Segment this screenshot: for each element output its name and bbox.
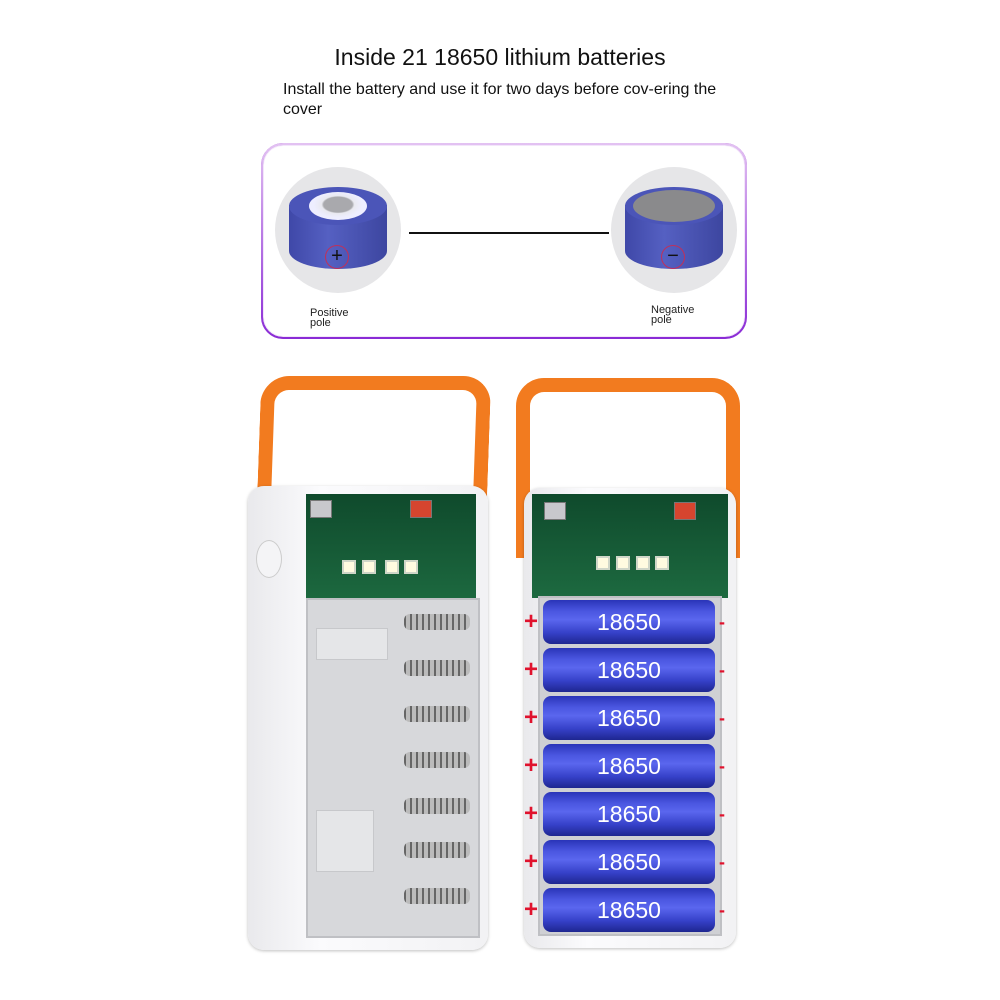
plus-icon: + <box>524 896 539 923</box>
plus-icon: + <box>524 608 539 635</box>
minus-icon: - <box>719 804 725 824</box>
plus-icon: + <box>524 752 539 779</box>
minus-icon: - <box>719 708 725 728</box>
plus-icon: + <box>524 704 539 731</box>
positive-pole-label: Positive pole <box>310 307 349 329</box>
page-title: Inside 21 18650 lithium batteries <box>334 44 666 70</box>
battery-cell: 18650 <box>543 792 715 836</box>
plus-icon: + <box>524 848 539 875</box>
minus-icon: − <box>661 245 685 269</box>
page-subtitle: Install the battery and use it for two d… <box>283 81 717 118</box>
spring-contact <box>404 614 470 630</box>
negative-pole-label: Negative pole <box>651 304 695 326</box>
minus-icon: - <box>719 756 725 776</box>
circuit-board <box>306 494 476 604</box>
battery-cell: 18650 <box>543 888 715 932</box>
orange-handle <box>516 378 740 558</box>
minus-icon: - <box>719 612 725 632</box>
battery-cell: 18650 <box>543 696 715 740</box>
negative-pole-image: − <box>611 167 737 293</box>
handle-pivot <box>256 540 282 578</box>
divider-line <box>409 232 609 234</box>
pole-comparison-panel: + − Positive pole Negative pole <box>261 143 747 339</box>
minus-icon: - <box>719 852 725 872</box>
plus-icon: + <box>524 800 539 827</box>
plus-icon: + <box>524 656 539 683</box>
plus-icon: + <box>325 245 349 269</box>
battery-cell: 18650 <box>543 600 715 644</box>
battery-cell: 18650 <box>543 744 715 788</box>
positive-pole-image: + <box>275 167 401 293</box>
minus-icon: - <box>719 900 725 920</box>
battery-cell: 18650 <box>543 840 715 884</box>
battery-cell: 18650 <box>543 648 715 692</box>
minus-icon: - <box>719 660 725 680</box>
